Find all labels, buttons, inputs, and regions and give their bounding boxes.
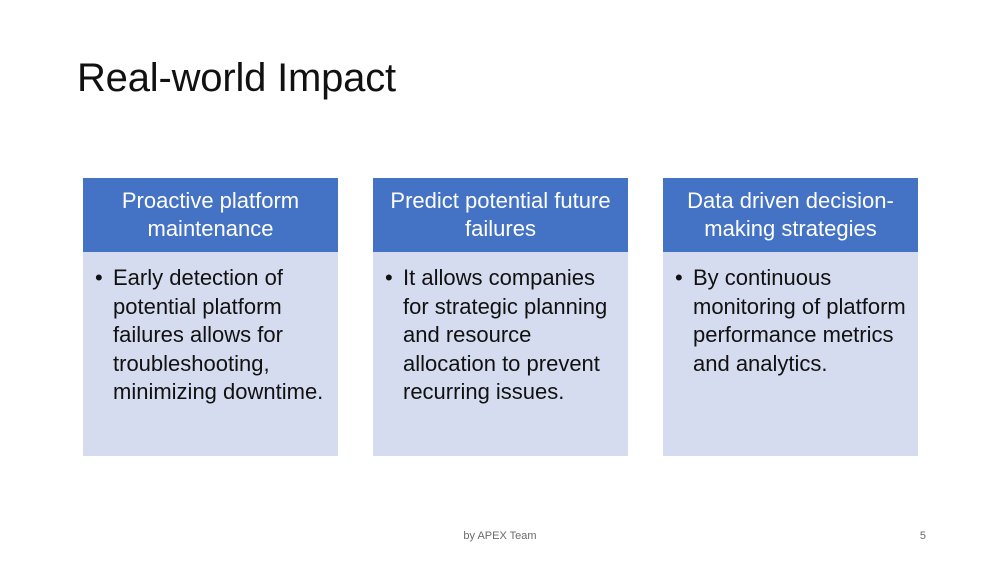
bullet-item: • By continuous monitoring of platform p… (675, 264, 906, 378)
bullet-item: • Early detection of potential platform … (95, 264, 326, 407)
page-number: 5 (919, 530, 926, 542)
card-body: • By continuous monitoring of platform p… (663, 252, 918, 456)
bullet-text: Early detection of potential platform fa… (113, 265, 324, 404)
card-body: • Early detection of potential platform … (83, 252, 338, 456)
bullet-text: By continuous monitoring of platform per… (693, 265, 906, 376)
bullet-text: It allows companies for strategic planni… (403, 265, 608, 404)
bullet-item: • It allows companies for strategic plan… (385, 264, 616, 407)
card-proactive-maintenance: Proactive platform maintenance • Early d… (83, 178, 338, 456)
card-data-driven: Data driven decision-making strategies •… (663, 178, 918, 456)
card-predict-failures: Predict potential future failures • It a… (373, 178, 628, 456)
card-heading: Predict potential future failures (373, 178, 628, 252)
card-body: • It allows companies for strategic plan… (373, 252, 628, 456)
card-heading: Data driven decision-making strategies (663, 178, 918, 252)
slide-footer: by APEX Team (463, 530, 537, 542)
bullet-icon: • (385, 265, 393, 290)
card-heading: Proactive platform maintenance (83, 178, 338, 252)
bullet-icon: • (95, 265, 103, 290)
bullet-icon: • (675, 265, 683, 290)
slide-title: Real-world Impact (77, 56, 396, 100)
